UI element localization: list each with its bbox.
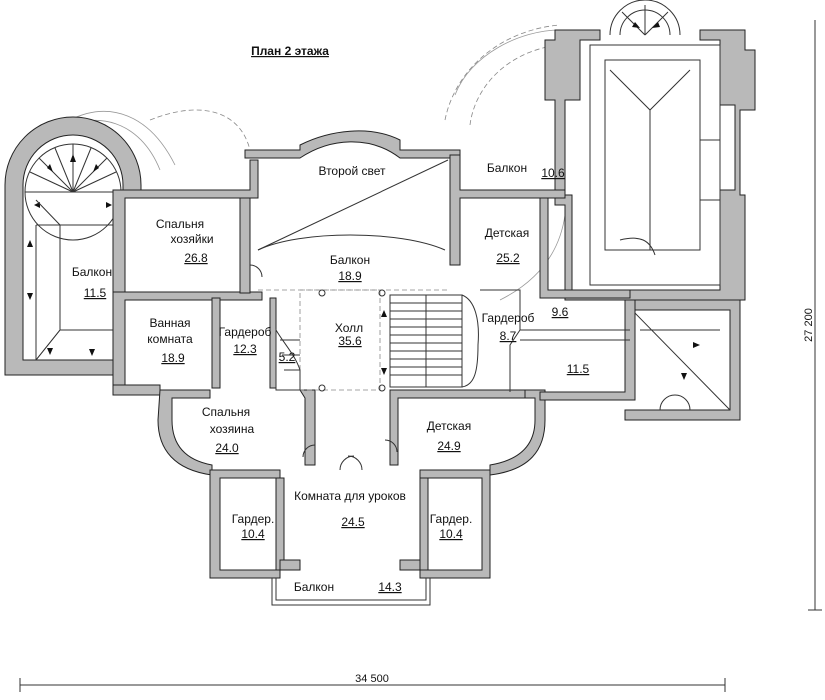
wardrobe-br-area: 10.4 xyxy=(439,527,463,541)
bathroom-name1: Ванная xyxy=(149,316,190,330)
kids-bottom-area: 24.9 xyxy=(437,439,461,453)
wardrobe-br-name: Гардер. xyxy=(430,512,473,526)
wardrobe-left-name: Гардероб xyxy=(219,325,272,339)
hall-name: Холл xyxy=(335,321,363,335)
wardrobe-bl-area: 10.4 xyxy=(241,527,265,541)
hall-area: 35.6 xyxy=(338,334,362,348)
labels: План 2 этажа 34 500 27 200 Второй свет Б… xyxy=(72,44,815,685)
room-96-area: 9.6 xyxy=(552,305,569,319)
kids-top-name: Детская xyxy=(485,226,529,240)
background-outlines xyxy=(59,24,566,301)
room-115-area: 11.5 xyxy=(567,362,590,376)
balcony-top-area: 10.6 xyxy=(541,166,565,180)
bedroom-master-name2: хозяина xyxy=(210,422,255,436)
balcony-left-name: Балкон xyxy=(72,265,112,279)
study-name: Комната для уроков xyxy=(294,489,406,503)
height-dimension: 27 200 xyxy=(803,308,815,342)
study-area: 24.5 xyxy=(341,515,365,529)
interior-details xyxy=(249,159,630,471)
main-walls xyxy=(112,130,636,606)
bedroom-mistress-name1: Спальня xyxy=(156,217,204,231)
balcony-center-name: Балкон xyxy=(330,253,370,267)
bedroom-mistress-area: 26.8 xyxy=(184,251,208,265)
room-second-light: Второй свет xyxy=(318,164,386,178)
balcony-center-area: 18.9 xyxy=(338,269,362,283)
width-dimension: 34 500 xyxy=(355,673,389,685)
balcony-left-area: 11.5 xyxy=(84,286,107,300)
small-room-area: 5.2 xyxy=(279,350,296,364)
left-spiral-stair xyxy=(4,116,142,376)
bathroom-area: 18.9 xyxy=(161,351,185,365)
balcony-bottom-area: 14.3 xyxy=(378,580,402,594)
balcony-bottom-name: Балкон xyxy=(294,580,334,594)
kids-bottom-name: Детская xyxy=(427,419,471,433)
balcony-top-name: Балкон xyxy=(487,161,527,175)
wardrobe-bl-name: Гардер. xyxy=(232,512,275,526)
bedroom-master-area: 24.0 xyxy=(215,441,239,455)
plan-title: План 2 этажа xyxy=(251,44,329,58)
kids-top-area: 25.2 xyxy=(496,251,520,265)
pool-wing xyxy=(544,0,756,421)
wardrobe-left-area: 12.3 xyxy=(233,342,257,356)
bathroom-name2: комната xyxy=(147,332,193,346)
bedroom-master-name1: Спальня xyxy=(202,405,250,419)
wardrobe-right-area: 8.7 xyxy=(500,329,517,343)
wardrobe-right-name: Гардероб xyxy=(482,311,535,325)
dimension-lines xyxy=(19,20,822,692)
bedroom-mistress-name2: хозяйки xyxy=(170,232,213,246)
